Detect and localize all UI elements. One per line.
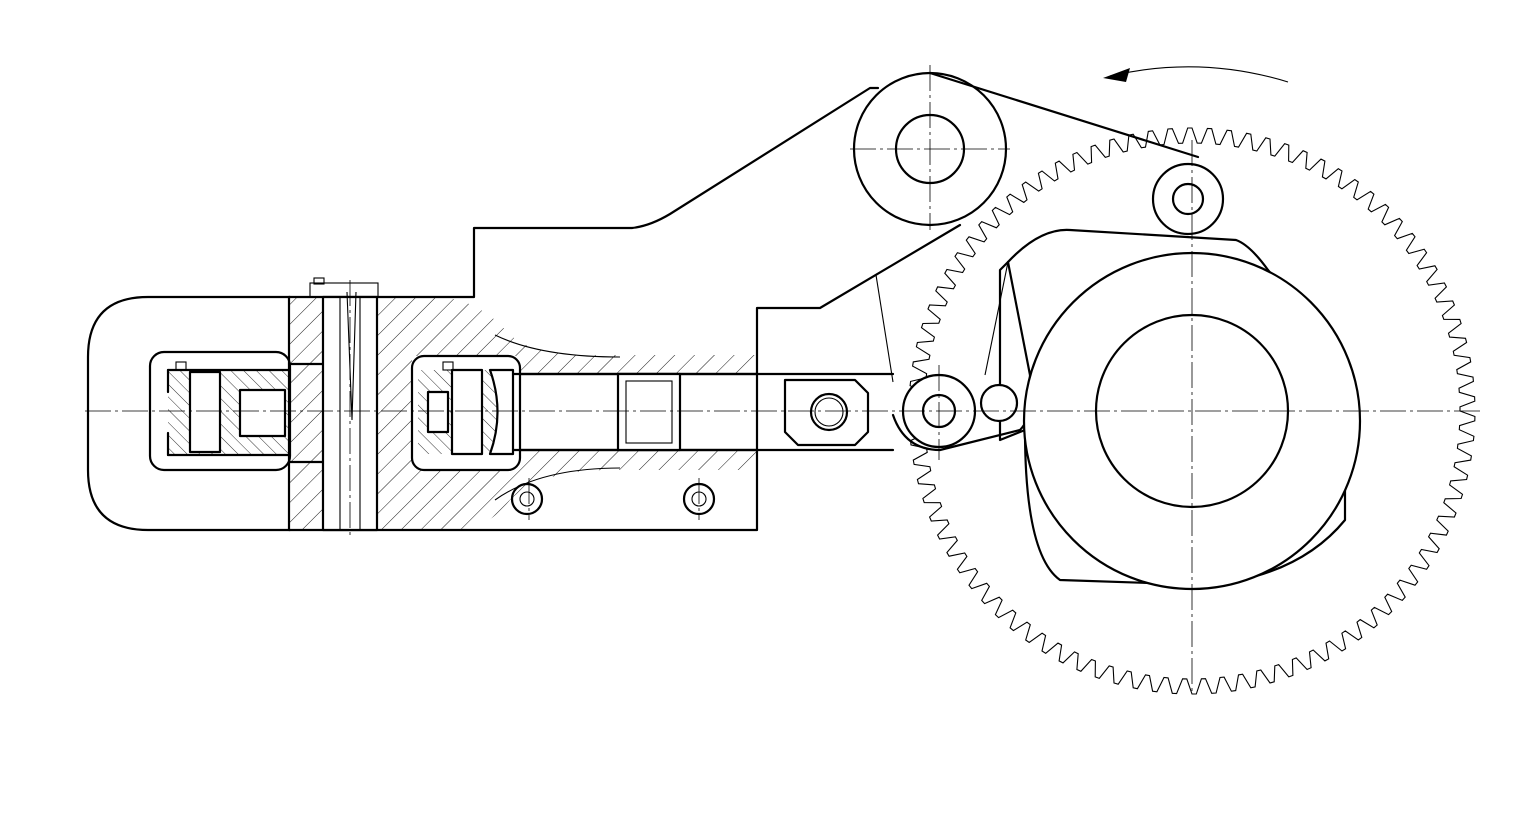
- rod-clevis: [783, 378, 870, 447]
- shaft-cap: [309, 282, 379, 298]
- cross-head: [418, 361, 515, 456]
- rod-square-nut: [616, 372, 682, 452]
- connecting-rod: [511, 372, 895, 452]
- screw-1: [510, 482, 544, 516]
- clevis-pin: [809, 392, 849, 432]
- housing-outline: [86, 295, 292, 532]
- left-slider: [166, 361, 292, 457]
- rotation-arrow: [1103, 66, 1289, 83]
- centre-lines: [85, 65, 1480, 695]
- body-screws: [510, 482, 716, 516]
- idler-roller: [1151, 162, 1225, 236]
- pivot-pin-small: [979, 383, 1019, 423]
- body-outline: [287, 86, 880, 299]
